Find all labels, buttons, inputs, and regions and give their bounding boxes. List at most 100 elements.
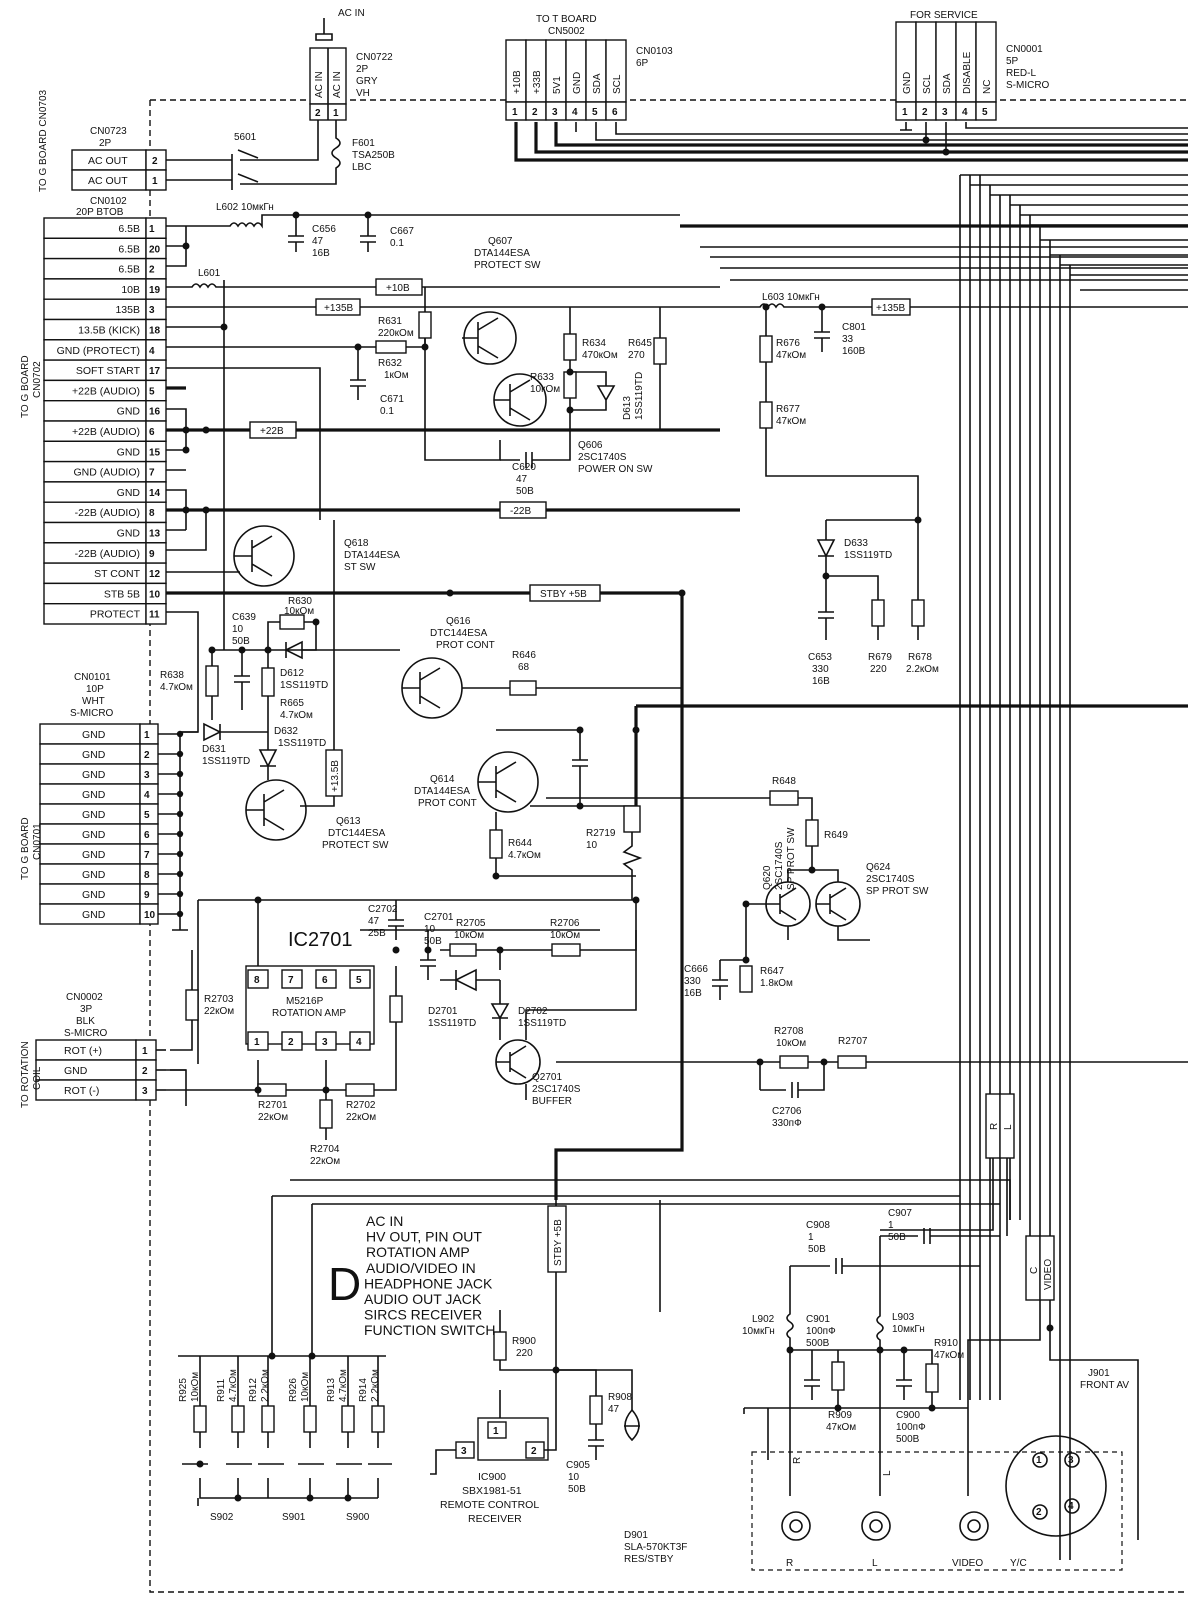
r679-value: 220	[870, 664, 887, 675]
cn0102-pin: 9	[149, 549, 155, 560]
c801-rating: 160B	[842, 346, 866, 357]
cable-c-label: C	[1029, 1267, 1040, 1274]
cn0002-pin: 3	[142, 1086, 148, 1097]
r638-value: 4.7кОм	[160, 682, 193, 693]
d633-label: D633	[844, 538, 868, 549]
cn0102-row-label: PROTECT	[90, 609, 141, 621]
cn0002-row-label: GND	[64, 1065, 88, 1077]
rail-plus135-right-label: +135B	[876, 303, 906, 314]
cn0102-pin: 12	[149, 569, 161, 580]
r2701-label: R2701	[258, 1100, 288, 1111]
r908-value: 47	[608, 1404, 620, 1415]
cn0001-title: FOR SERVICE	[910, 10, 978, 21]
r2708-value: 10кОм	[776, 1038, 806, 1049]
cn0103-pin: 5	[592, 107, 598, 118]
f601-type: LBC	[352, 162, 371, 173]
cn0002-row-label: ROT (+)	[64, 1045, 102, 1057]
c2701-value: 10	[424, 924, 436, 935]
j901-label: J901	[1088, 1368, 1110, 1379]
l602-label: L602 10мкГн	[216, 202, 274, 213]
d631-label: D631	[202, 744, 226, 755]
c666-rating: 16B	[684, 988, 702, 999]
cn0001-pin: 1	[902, 107, 908, 118]
r646-label: R646	[512, 650, 536, 661]
ac-in-title: AC IN	[338, 8, 365, 19]
r925-value: 10кОм	[190, 1372, 201, 1402]
q606-part: 2SC1740S	[578, 452, 627, 463]
cn0102-row-label: 10B	[121, 284, 140, 296]
cn0723-row-label: AC OUT	[88, 155, 128, 167]
l903-label: L903	[892, 1312, 915, 1323]
r644-value: 4.7кОм	[508, 850, 541, 861]
ic2701-pin: 6	[322, 975, 328, 986]
cn0102-pin: 11	[149, 610, 160, 621]
r647-label: R647	[760, 966, 784, 977]
r2705-label: R2705	[456, 918, 486, 929]
d613-part: 1SS119TD	[634, 372, 645, 420]
cn0101-row-label: GND	[82, 749, 106, 761]
c905-label: C905	[566, 1460, 590, 1471]
cn0102-row-label: SOFT START	[76, 365, 141, 377]
c666-value: 330	[684, 976, 701, 987]
c653-value: 330	[812, 664, 829, 675]
r630-value: 10кОм	[284, 606, 314, 617]
cn0102-type: 20P BTOB	[76, 207, 124, 218]
block-line: FUNCTION SWITCH	[364, 1322, 495, 1338]
cn0101-pin: 6	[144, 830, 150, 841]
cn0103-pins: 6P	[636, 58, 649, 69]
cn0723-ref: CN0723	[90, 126, 127, 137]
r676-value: 47кОм	[776, 350, 806, 361]
l902-value: 10мкГн	[742, 1326, 775, 1337]
j901-function: FRONT AV	[1080, 1380, 1129, 1391]
cn0103-col-label: SDA	[592, 73, 603, 94]
c667-value: 0.1	[390, 238, 404, 249]
c620-rating: 50B	[516, 486, 534, 497]
r2719-value: 10	[586, 840, 598, 851]
c2701-rating: 50B	[424, 936, 442, 947]
c905-rating: 50B	[568, 1484, 586, 1495]
c653-rating: 16B	[812, 676, 830, 687]
c908-value: 1	[808, 1232, 814, 1243]
c2702-label: C2702	[368, 904, 398, 915]
d901-function: RES/STBY	[624, 1554, 674, 1565]
cn0102-pin: 16	[149, 407, 161, 418]
cn0101-pin: 7	[144, 850, 150, 861]
cn0722-color: GRY	[356, 76, 378, 87]
cn0101-pin: 9	[144, 890, 150, 901]
ac-in-pin-number: 1	[333, 108, 339, 119]
r910-value: 47кОм	[934, 1350, 964, 1361]
cn0102-pin: 5	[149, 386, 155, 397]
cn0102-row-label: ST CONT	[94, 568, 140, 580]
cn0103-pin: 2	[532, 107, 538, 118]
s900-label: S900	[346, 1512, 370, 1523]
r926-value: 10кОм	[300, 1372, 311, 1402]
ac-in-connector: AC IN AC IN AC IN 2 1 CN0722 2P GRY VH	[309, 8, 393, 121]
cn0103-connector: TO T BOARD CN5002 +10B1+33B25V13GND4SDA5…	[505, 14, 673, 121]
q606-label: Q606	[578, 440, 603, 451]
block-line: AUDIO/VIDEO IN	[366, 1260, 476, 1276]
cn0103-pin: 1	[512, 107, 518, 118]
r900-value: 220	[516, 1348, 533, 1359]
r926-label: R926	[288, 1378, 299, 1402]
c2701-label: C2701	[424, 912, 454, 923]
switch-5601-ref: 5601	[234, 132, 257, 143]
cn0102-pin: 17	[149, 366, 161, 377]
c901-rating: 500B	[806, 1338, 830, 1349]
r2719-label: R2719	[586, 828, 616, 839]
cn0722-ref: CN0722	[356, 52, 393, 63]
r630-label: R630	[288, 596, 312, 607]
r911-label: R911	[216, 1378, 227, 1402]
ic2701-pin: 8	[254, 975, 260, 986]
cn0102-row-label: +22B (AUDIO)	[72, 385, 140, 397]
c900-label: C900	[896, 1410, 920, 1421]
r912-label: R912	[248, 1378, 259, 1402]
cn0002-pins: 3P	[80, 1004, 93, 1015]
cn0001-pin: 4	[962, 107, 968, 118]
ic900-function-2: RECEIVER	[468, 1513, 522, 1525]
rail-stby-label: STBY +5B	[540, 589, 587, 600]
j901-pin: 1	[1036, 1455, 1042, 1466]
jack-video-label: VIDEO	[952, 1558, 983, 1569]
cn0102-pin: 15	[149, 447, 161, 458]
